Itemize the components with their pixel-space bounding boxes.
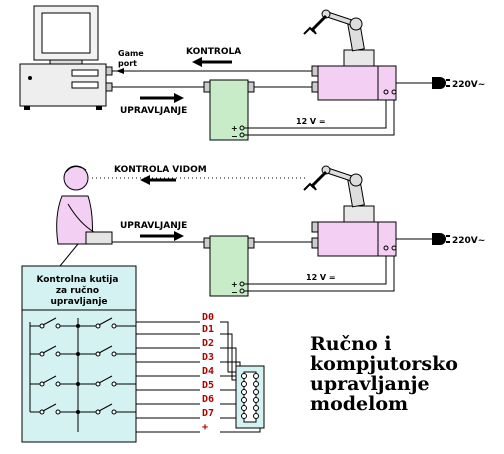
data-line-label-0: D0 — [202, 312, 214, 323]
connector-pin — [241, 413, 247, 419]
upravljanje-label-bottom: UPRAVLJANJE — [120, 221, 187, 231]
mains-plug-bottom-icon — [432, 233, 450, 245]
game-port-connector-2 — [105, 82, 113, 92]
connector-pins — [241, 373, 259, 419]
connector-pin — [253, 405, 259, 411]
callout-line — [59, 243, 79, 267]
data-line-label-8: + — [202, 422, 208, 433]
12v-wire-plus-top — [244, 100, 387, 129]
mains-plug-top-icon — [432, 77, 450, 89]
switch-group — [29, 317, 136, 432]
toggle-switch-2 — [29, 345, 136, 357]
data-line-label-1: D1 — [202, 324, 214, 335]
plus-label-top: + — [231, 124, 238, 133]
robot-arm-bottom — [303, 165, 375, 223]
gameport-plug — [235, 365, 265, 429]
220v-label-bottom: 220V~ — [452, 236, 485, 246]
upravljanje-arrow-top — [140, 93, 184, 103]
caption: Ručno i kompjutorsko upravljanje modelom — [310, 333, 465, 415]
kontrola-vidom-arrow — [140, 175, 176, 185]
game-port-connector — [105, 66, 113, 76]
connector-pin — [253, 389, 259, 395]
upravljanje-label-top: UPRAVLJANJE — [120, 106, 187, 116]
toggle-switch-1 — [29, 317, 136, 329]
upravljanje-arrow-bottom — [140, 231, 184, 241]
robot-body-bottom — [311, 221, 397, 257]
minus-label-top: − — [231, 132, 238, 141]
robot-arm-top — [303, 9, 375, 67]
game-port-label: Game port — [118, 49, 147, 68]
220v-label-top: 220V~ — [452, 80, 485, 90]
kontrola-arrow — [192, 57, 232, 67]
data-line-label-6: D6 — [202, 394, 214, 405]
connector-pin — [253, 413, 259, 419]
connector-pin — [253, 373, 259, 379]
12v-label-bottom: 12 V = — [306, 273, 336, 282]
data-line-label-5: D5 — [202, 380, 214, 391]
toggle-switch-3 — [29, 375, 136, 387]
12v-wire-minus-top — [244, 100, 395, 136]
robot-body-top — [311, 65, 397, 101]
12v-wire-plus-bottom — [244, 256, 387, 285]
computer-monitor — [33, 5, 99, 65]
power-supply-top — [203, 79, 255, 141]
data-line-label-4: D4 — [202, 366, 214, 377]
toggle-switch-4 — [29, 403, 136, 415]
12v-label-top: 12 V = — [296, 117, 326, 126]
connector-pin — [241, 373, 247, 379]
kontrola-vidom-label: KONTROLA VIDOM — [114, 165, 207, 175]
control-box-title: Kontrolna kutija za ručno upravljanje — [36, 275, 121, 307]
data-line-label-2: D2 — [202, 338, 214, 349]
connector-pin — [241, 405, 247, 411]
connector-pin — [241, 381, 247, 387]
person-operator — [56, 165, 113, 245]
data-route-0 — [220, 321, 242, 373]
connector-pin — [241, 389, 247, 395]
kontrola-wire-arrow — [116, 68, 124, 74]
computer-case — [19, 63, 107, 110]
data-line-label-7: D7 — [202, 408, 214, 419]
connector-pin — [241, 397, 247, 403]
kontrola-label: KONTROLA — [186, 47, 241, 57]
power-supply-bottom — [203, 235, 255, 297]
connector-pin — [253, 381, 259, 387]
data-line-label-3: D3 — [202, 352, 214, 363]
connector-pin — [253, 397, 259, 403]
12v-wire-minus-bottom — [244, 256, 395, 292]
plus-label-bottom: + — [231, 280, 238, 289]
minus-label-bottom: − — [231, 288, 238, 297]
